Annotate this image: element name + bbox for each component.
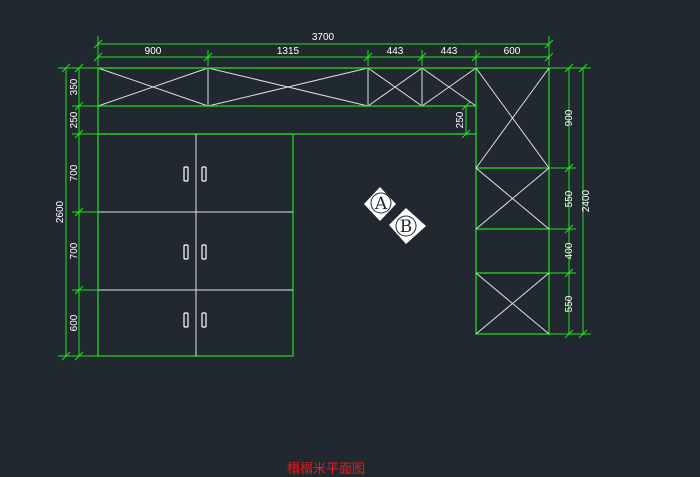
right-overall-label: 2400 — [581, 189, 592, 212]
right-dim-550-a: 550 — [564, 190, 575, 207]
left-dim-350: 350 — [69, 78, 80, 95]
left-dim-600: 600 — [69, 314, 80, 331]
left-dimensions — [58, 63, 98, 361]
right-tall-cabinet — [475, 67, 550, 335]
marker-a-label: A — [374, 194, 388, 214]
storage-band — [97, 105, 476, 135]
drawing-title: 榻榻米平面图 — [287, 462, 365, 477]
section-marker-b: B — [389, 208, 426, 244]
right-dim-400: 400 — [564, 242, 575, 259]
left-dim-700-b: 700 — [69, 242, 80, 259]
top-dim-600: 600 — [504, 46, 521, 57]
top-dim-443-b: 443 — [441, 46, 458, 57]
left-overall-label: 2600 — [55, 200, 66, 223]
lower-wardrobe — [97, 133, 294, 357]
top-dim-443-a: 443 — [387, 46, 404, 57]
left-dim-250: 250 — [69, 111, 80, 128]
inner-dim-250: 250 — [455, 111, 466, 128]
section-marker-a: A — [364, 187, 396, 221]
right-dim-550-b: 550 — [564, 295, 575, 312]
left-dim-700-a: 700 — [69, 164, 80, 181]
right-dim-900: 900 — [564, 109, 575, 126]
top-dim-900: 900 — [145, 46, 162, 57]
overall-width-label: 3700 — [312, 32, 335, 43]
top-dimensions — [93, 36, 554, 66]
right-dimensions — [458, 63, 591, 339]
marker-b-label: B — [400, 217, 413, 237]
door-handles — [183, 166, 207, 328]
top-dim-1315: 1315 — [277, 46, 300, 57]
upper-cabinets — [97, 67, 477, 107]
